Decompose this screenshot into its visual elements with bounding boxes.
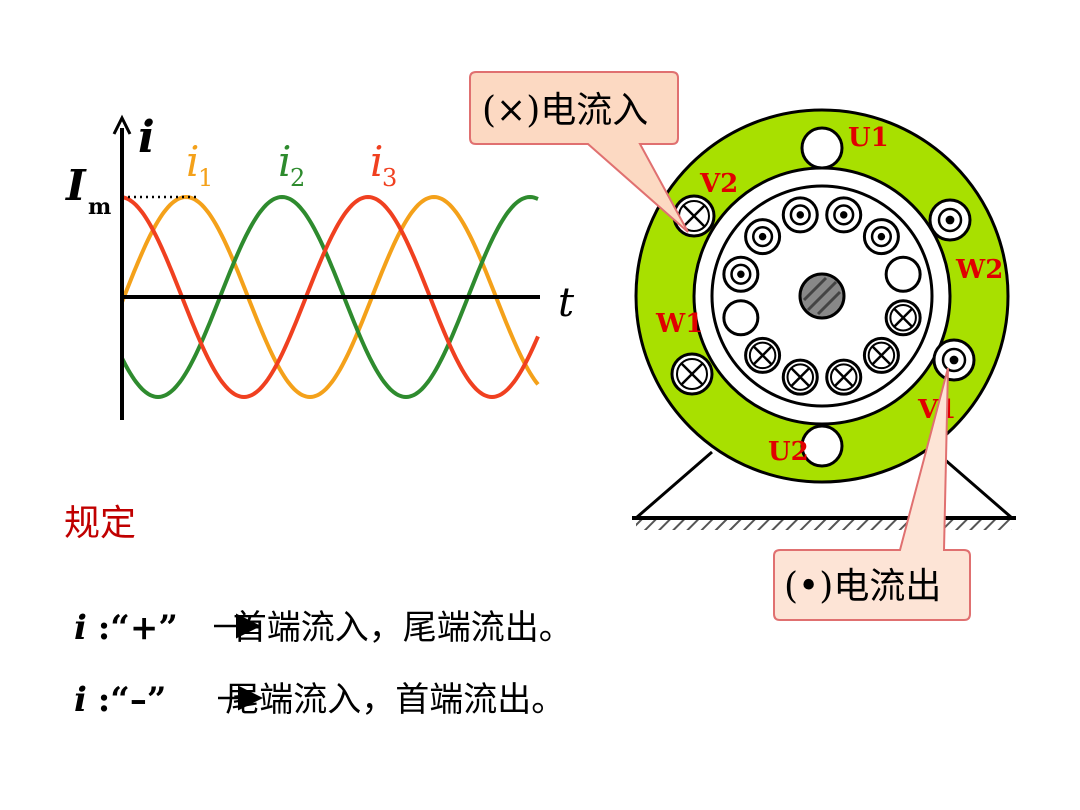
rotor-conductor-cross xyxy=(781,358,819,396)
terminal-label-u1: U1 xyxy=(848,123,889,153)
callout-current-in: (×)电流入 xyxy=(469,71,689,233)
amplitude-subscript: m xyxy=(88,194,111,220)
terminal-label-w2: W2 xyxy=(955,255,1003,285)
rotor-conductor-dot xyxy=(722,255,760,293)
motor-diagram: U1 V2 W2 W1 V1 U2 xyxy=(631,108,1017,530)
rule-heading: 规定 xyxy=(64,503,137,544)
y-axis-arrow xyxy=(112,114,132,135)
x-axis-symbol: t xyxy=(558,280,575,326)
callout-current-out: (•)电流出 xyxy=(773,367,971,621)
stator-conductor-cross xyxy=(670,352,714,396)
rule2-text: 尾端流入，首端流出。 xyxy=(225,680,566,720)
rotor-conductor-empty xyxy=(722,299,760,337)
rotor-conductor-cross xyxy=(744,336,782,374)
rule1-sign: :“+” xyxy=(97,608,178,648)
curve-label-i3-sub: 3 xyxy=(382,164,397,192)
rotor-conductor-empty xyxy=(884,255,922,293)
terminal-label-u2: U2 xyxy=(768,437,809,467)
curve-label-i3: i xyxy=(370,137,383,186)
rule1-symbol: i xyxy=(74,608,87,648)
rule2-symbol: i xyxy=(74,680,87,720)
rule2-sign: :“–” xyxy=(97,680,167,720)
terminal-label-w1: W1 xyxy=(655,309,703,339)
stator-conductor-dot xyxy=(928,198,972,242)
stator-conductor-empty xyxy=(800,126,844,170)
shaft xyxy=(798,272,846,320)
rule1-text: 首端流入，尾端流出。 xyxy=(232,608,573,648)
curve-label-i1-sub: 1 xyxy=(198,164,213,192)
y-axis-symbol: i xyxy=(138,112,155,163)
stator-conductor-dot xyxy=(932,338,976,382)
waveform-graph: i t I m i 1 i 2 i 3 xyxy=(65,112,575,420)
rotor-conductor-dot xyxy=(744,218,782,256)
rotor-conductor-cross xyxy=(825,358,863,396)
rule-line-positive: i :“+” 首端流入，尾端流出。 xyxy=(74,600,573,649)
callout-current-out-label: (•)电流出 xyxy=(784,566,941,607)
rule-line-negative: i :“–” 尾端流入，首端流出。 xyxy=(74,672,565,721)
terminal-label-v2: V2 xyxy=(699,169,738,199)
rotor-conductor-dot xyxy=(862,218,900,256)
rotor-conductor-cross xyxy=(884,299,922,337)
curve-label-i2-sub: 2 xyxy=(290,164,305,192)
callout-current-in-label: (×)电流入 xyxy=(482,90,648,131)
curve-label-i2: i xyxy=(278,137,291,186)
curve-i3 xyxy=(121,194,540,400)
rotor-conductor-dot xyxy=(781,196,819,234)
curve-label-i1: i xyxy=(186,137,199,186)
stator-conductor-empty xyxy=(800,424,844,468)
rotor-conductor-cross xyxy=(862,336,900,374)
rotor-conductor-dot xyxy=(825,196,863,234)
amplitude-label: I xyxy=(65,161,87,210)
curve-i1 xyxy=(120,194,540,400)
